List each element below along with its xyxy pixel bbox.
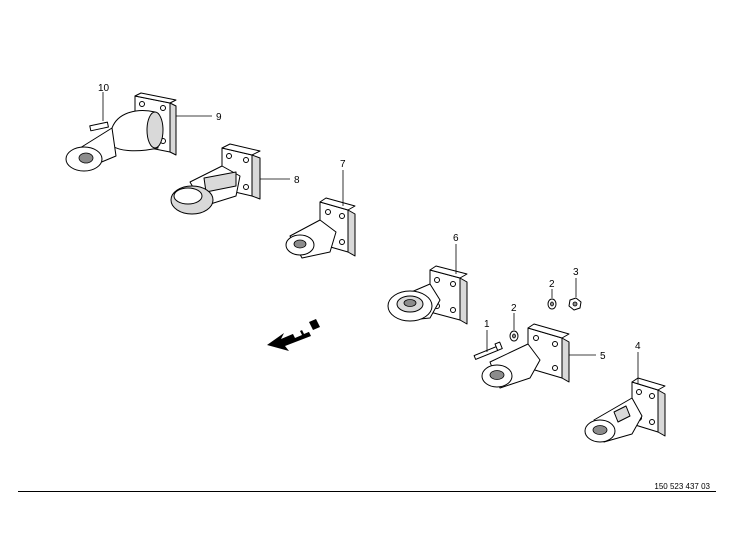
part-2-washer-right (547, 289, 557, 310)
callout-6: 6 (453, 233, 459, 244)
part-6-ring-eye-coupling (387, 244, 468, 325)
part-5-drawbar-eye (481, 323, 596, 389)
callout-8: 8 (294, 175, 300, 186)
part-3-nut (568, 278, 582, 311)
callout-9: 9 (216, 112, 222, 123)
callout-10: 10 (98, 83, 110, 94)
callout-4: 4 (635, 341, 641, 352)
callout-1: 1 (484, 319, 490, 330)
callout-7: 7 (340, 159, 346, 170)
footer-rule (18, 491, 716, 492)
callout-5: 5 (600, 351, 606, 362)
part-8-ball-coupling (170, 143, 290, 215)
part-2-washer-left (509, 313, 519, 342)
direction-arrow (267, 319, 320, 351)
part-9-flange-coupling (65, 92, 212, 172)
part-7-flange-eye (285, 170, 356, 259)
callout-2-left: 2 (511, 303, 517, 314)
part-10-pin (89, 92, 109, 132)
callout-3: 3 (573, 267, 579, 278)
part-1-bolt (473, 330, 503, 360)
callout-2-right: 2 (549, 279, 555, 290)
part-4-drawbar-eye (584, 352, 666, 443)
document-number: 150 523 437 03 (654, 482, 710, 491)
